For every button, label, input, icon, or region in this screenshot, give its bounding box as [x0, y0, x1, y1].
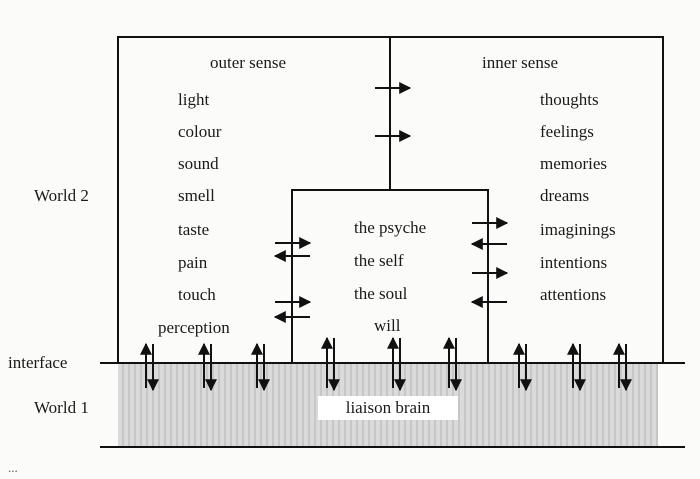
psyche-item: the psyche [354, 218, 427, 237]
caption-fragment: ... [8, 460, 18, 475]
inner-sense-item: feelings [540, 122, 594, 141]
inner-sense-item: imaginings [540, 220, 616, 239]
psyche-box [291, 189, 489, 363]
outer-sense-item: touch [178, 285, 216, 304]
outer-sense-item: smell [178, 186, 215, 205]
psyche-item: will [374, 316, 401, 335]
inner-sense-heading: inner sense [482, 53, 559, 72]
world1-label: World 1 [34, 398, 89, 417]
outer-sense-item: sound [178, 154, 219, 173]
world2-label: World 2 [34, 186, 89, 205]
outer-psyche-arrows [273, 237, 312, 323]
liaison-brain-label: liaison brain [318, 396, 458, 420]
outer-sense-item: light [178, 90, 210, 109]
outer-sense-item: taste [178, 220, 210, 239]
interface-label: interface [8, 353, 68, 372]
psyche-item: the soul [354, 284, 408, 303]
outer-sense-item: perception [158, 318, 230, 337]
outer-sense-heading: outer sense [210, 53, 287, 72]
interface-arrows [140, 336, 632, 392]
inner-sense-item: attentions [540, 285, 607, 304]
outer-sense-item: colour [178, 122, 222, 141]
inner-sense-item: thoughts [540, 90, 599, 109]
inner-sense-item: intentions [540, 253, 608, 272]
psyche-inner-arrows [470, 217, 509, 308]
outer-sense-item: pain [178, 253, 208, 272]
inner-sense-item: dreams [540, 186, 590, 205]
inner-sense-item: memories [540, 154, 608, 173]
psyche-item: the self [354, 251, 404, 270]
divider-arrows [375, 82, 412, 142]
